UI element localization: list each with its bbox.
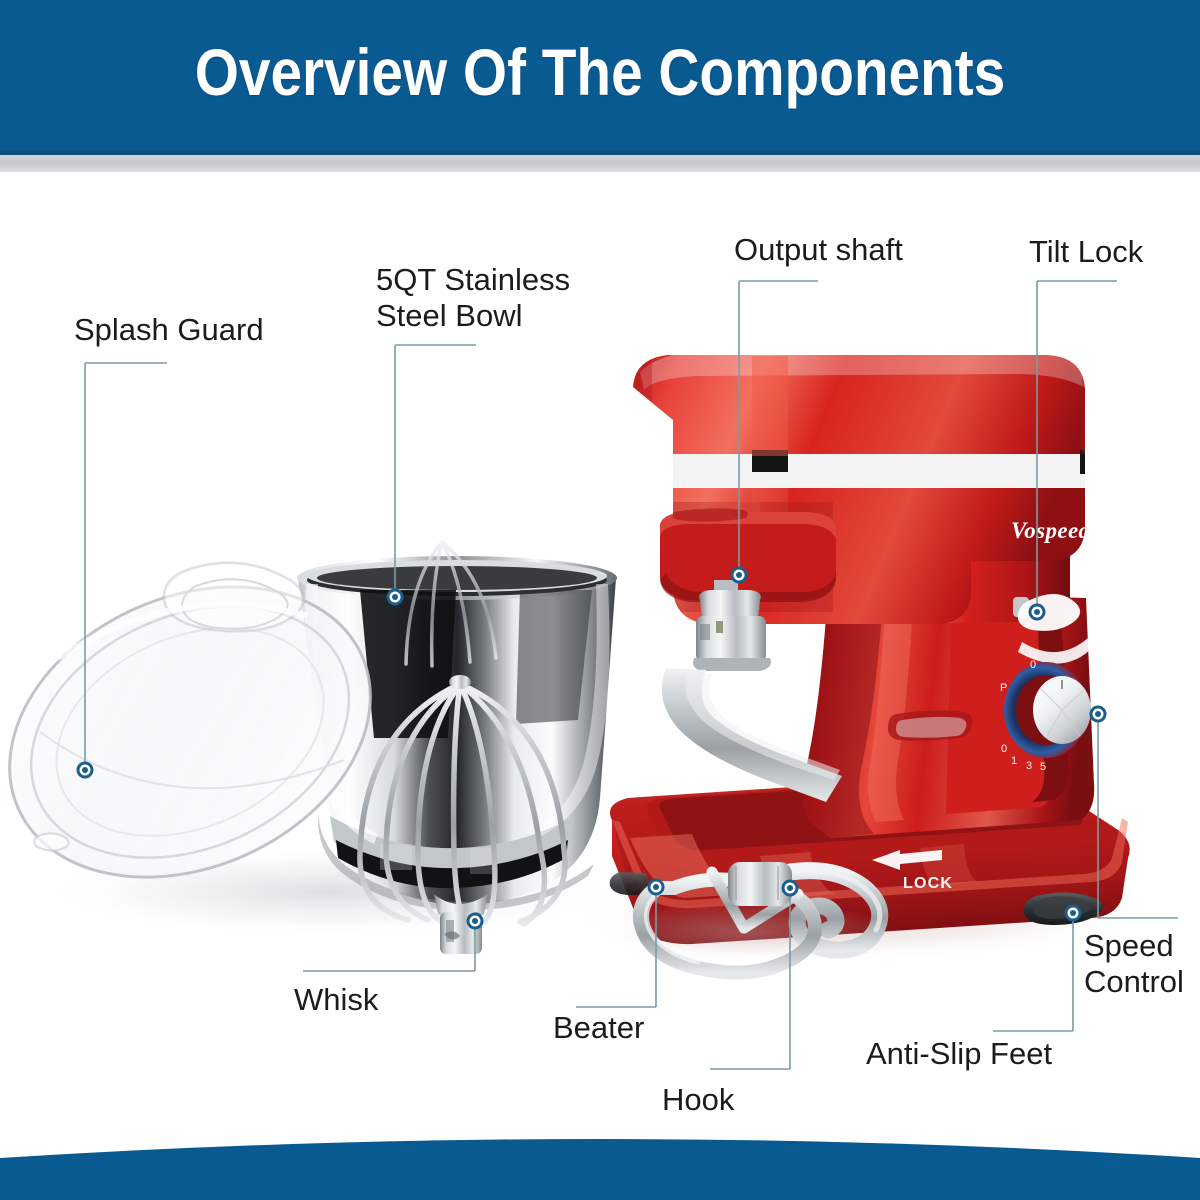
page-title: Overview Of The Components	[194, 35, 1006, 109]
svg-text:1: 1	[1011, 755, 1017, 767]
callout-label-output-shaft: Output shaft	[734, 232, 903, 267]
splash-guard	[8, 561, 372, 879]
callout-label-whisk: Whisk	[294, 982, 379, 1017]
speed-control-dial: 0 P 0 1 3 5	[1000, 659, 1091, 773]
svg-text:5: 5	[1040, 761, 1046, 773]
product-illustration: LOCK	[8, 355, 1145, 980]
head-stripe-black-3	[1080, 450, 1085, 474]
callout-label-tilt-lock: Tilt Lock	[1029, 234, 1144, 269]
lock-indicator: LOCK	[872, 850, 953, 892]
brand-logo: Vospeed	[1011, 518, 1091, 543]
tilt-lock-lever	[1013, 594, 1102, 664]
header-banner-edge	[0, 150, 1200, 155]
head-stripe-white	[633, 454, 1085, 488]
head-stripe-black-1	[640, 450, 670, 472]
header-gray-strip	[0, 155, 1200, 172]
anti-slip-feet-group	[609, 872, 1103, 925]
lock-label: LOCK	[903, 875, 953, 892]
callout-label-bowl: 5QT Stainless Steel Bowl	[376, 262, 571, 333]
callout-label-splash-guard: Splash Guard	[74, 312, 264, 347]
svg-text:0: 0	[1001, 743, 1007, 755]
footer-curved-band	[0, 1139, 1200, 1200]
svg-text:0: 0	[1030, 659, 1036, 671]
callout-label-speed-control: Speed Control	[1084, 928, 1184, 999]
header-banner	[0, 0, 1200, 155]
mixer-head: Vospeed	[633, 355, 1091, 624]
stand-mixer: LOCK	[609, 355, 1130, 945]
svg-text:3: 3	[1026, 760, 1032, 772]
callout-label-anti-slip-feet: Anti-Slip Feet	[866, 1036, 1053, 1071]
svg-text:P: P	[1000, 682, 1007, 694]
callout-label-beater: Beater	[553, 1010, 645, 1045]
output-shaft	[661, 580, 842, 802]
speed-dial-marks: 0 P 0 1 3 5	[1000, 659, 1046, 773]
callout-label-hook: Hook	[662, 1082, 735, 1117]
